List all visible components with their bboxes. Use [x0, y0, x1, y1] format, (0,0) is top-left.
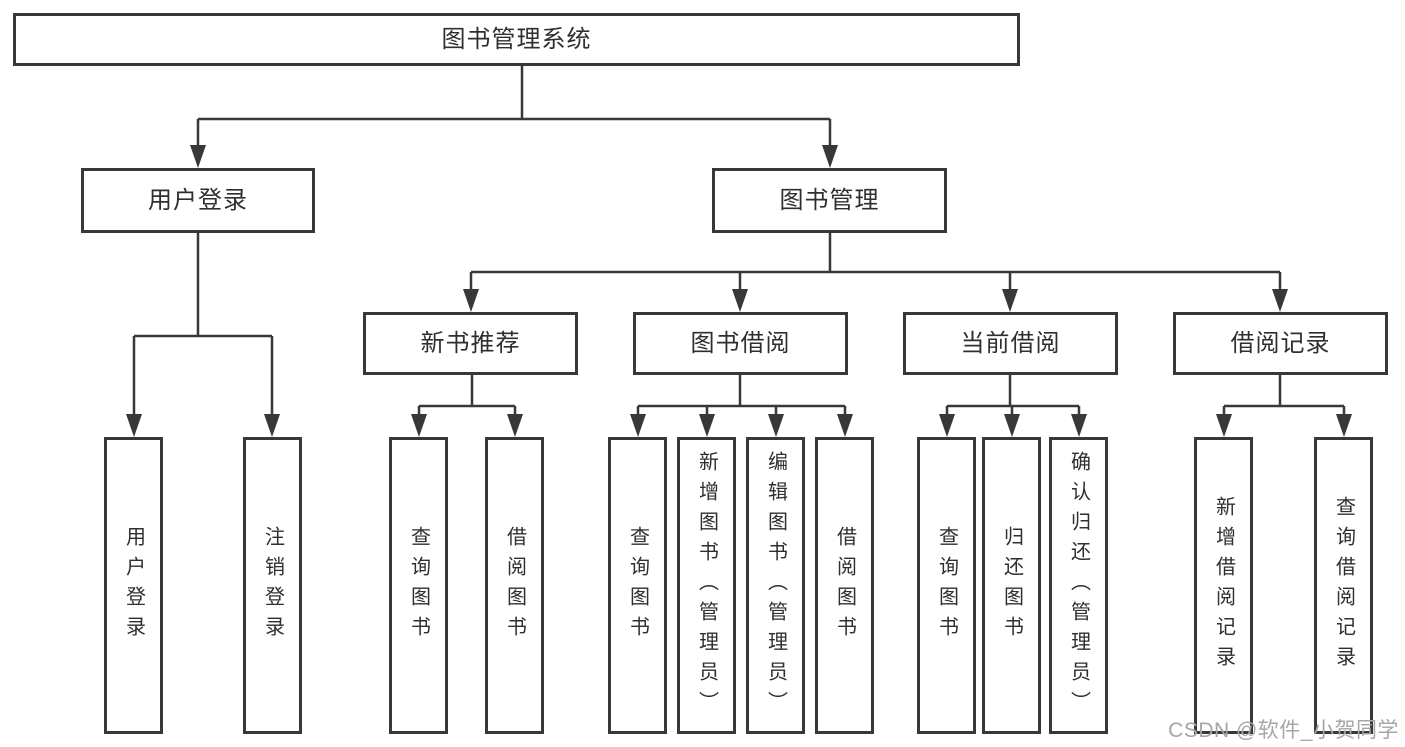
leaf-query-books-2-label: 查询图书 — [626, 525, 649, 646]
node-borrow-records-label: 借阅记录 — [1230, 329, 1331, 357]
node-borrow-records: 借阅记录 — [1173, 312, 1388, 375]
leaf-query-books-2: 查询图书 — [608, 437, 667, 734]
node-new-book-recommend: 新书推荐 — [363, 312, 578, 375]
leaf-query-books-3: 查询图书 — [917, 437, 976, 734]
leaf-borrow-books: 借阅图书 — [485, 437, 544, 734]
leaf-query-borrow-record: 查询借阅记录 — [1314, 437, 1373, 734]
leaf-return-book: 归还图书 — [982, 437, 1041, 734]
node-book-mgmt-label: 图书管理 — [779, 186, 880, 214]
leaf-borrow-books-label: 借阅图书 — [503, 525, 526, 646]
leaf-logout: 注销登录 — [243, 437, 302, 734]
node-user-login-label: 用户登录 — [148, 186, 248, 214]
leaf-edit-book-admin: 编辑图书（管理员） — [746, 437, 805, 734]
leaf-query-books-3-label: 查询图书 — [935, 525, 958, 646]
leaf-add-borrow-record-label: 新增借阅记录 — [1212, 495, 1235, 676]
leaf-add-borrow-record: 新增借阅记录 — [1194, 437, 1253, 734]
node-book-borrow-label: 图书借阅 — [690, 329, 791, 357]
leaf-return-book-label: 归还图书 — [1000, 525, 1023, 646]
node-book-mgmt: 图书管理 — [712, 168, 947, 233]
leaf-edit-book-admin-label: 编辑图书（管理员） — [764, 450, 787, 721]
leaf-user-login-label: 用户登录 — [122, 525, 145, 646]
leaf-borrow-books-2: 借阅图书 — [815, 437, 874, 734]
node-root-system: 图书管理系统 — [13, 13, 1020, 66]
node-current-borrow-label: 当前借阅 — [960, 329, 1061, 357]
node-current-borrow: 当前借阅 — [903, 312, 1118, 375]
node-book-borrow: 图书借阅 — [633, 312, 848, 375]
leaf-query-borrow-record-label: 查询借阅记录 — [1332, 495, 1355, 676]
leaf-confirm-return-admin-label: 确认归还（管理员） — [1067, 450, 1090, 721]
node-user-login: 用户登录 — [81, 168, 315, 233]
leaf-confirm-return-admin: 确认归还（管理员） — [1049, 437, 1108, 734]
leaf-logout-label: 注销登录 — [261, 525, 284, 646]
leaf-add-book-admin-label: 新增图书（管理员） — [695, 450, 718, 721]
node-new-book-recommend-label: 新书推荐 — [420, 329, 521, 357]
leaf-query-books-label: 查询图书 — [407, 525, 430, 646]
node-root-label: 图书管理系统 — [441, 25, 592, 53]
leaf-add-book-admin: 新增图书（管理员） — [677, 437, 736, 734]
leaf-user-login: 用户登录 — [104, 437, 163, 734]
leaf-borrow-books-2-label: 借阅图书 — [833, 525, 856, 646]
leaf-query-books: 查询图书 — [389, 437, 448, 734]
